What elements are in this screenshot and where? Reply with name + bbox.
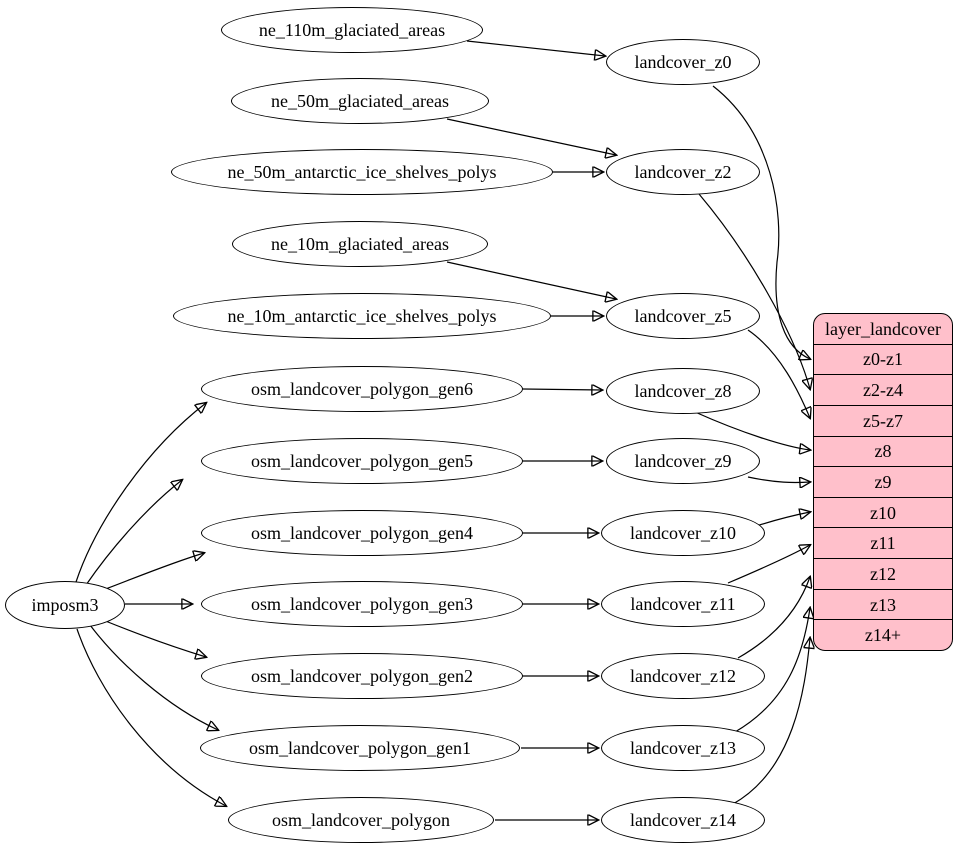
node-landcover_z11: landcover_z11 bbox=[601, 581, 765, 627]
edge-ne_50m_glaciated_areas-to-landcover_z2 bbox=[446, 118, 616, 155]
table-row-z0-z1: z0-z1 bbox=[814, 343, 952, 375]
node-label: imposm3 bbox=[31, 595, 99, 615]
node-label: landcover_z14 bbox=[630, 810, 736, 830]
table-row-z11: z11 bbox=[814, 527, 952, 558]
node-label: ne_10m_glaciated_areas bbox=[271, 234, 449, 254]
node-landcover_z0: landcover_z0 bbox=[606, 39, 760, 85]
node-label: osm_landcover_polygon_gen5 bbox=[251, 451, 473, 471]
edge-imposm3-to-osm_landcover_polygon_gen6 bbox=[75, 403, 206, 583]
table-row-z13: z13 bbox=[814, 588, 952, 620]
edge-imposm3-to-osm_landcover_polygon_gen1 bbox=[89, 624, 218, 730]
node-ne_110m_glaciated_areas: ne_110m_glaciated_areas bbox=[221, 7, 483, 53]
table-row-z10: z10 bbox=[814, 496, 952, 528]
node-label: landcover_z2 bbox=[634, 162, 732, 182]
table-row-z14plus: z14+ bbox=[814, 619, 952, 650]
node-label: landcover_z8 bbox=[634, 381, 732, 401]
node-landcover_z2: landcover_z2 bbox=[606, 149, 760, 195]
edge-landcover_z13-to-row-z13 bbox=[734, 608, 810, 733]
edge-landcover_z8-to-row-z8 bbox=[694, 411, 810, 450]
edge-landcover_z11-to-row-z11 bbox=[727, 545, 810, 584]
node-imposm3: imposm3 bbox=[5, 581, 125, 629]
node-label: landcover_z11 bbox=[630, 594, 736, 614]
node-ne_10m_antarctic_ice_shelves_polys: ne_10m_antarctic_ice_shelves_polys bbox=[173, 293, 551, 339]
edge-ne_110m_glaciated_areas-to-landcover_z0 bbox=[466, 40, 605, 56]
node-osm_landcover_polygon_gen4: osm_landcover_polygon_gen4 bbox=[201, 510, 523, 556]
node-osm_landcover_polygon_gen6: osm_landcover_polygon_gen6 bbox=[201, 366, 523, 412]
edge-imposm3-to-osm_landcover_polygon_gen4 bbox=[102, 553, 204, 591]
node-label: osm_landcover_polygon_gen4 bbox=[251, 523, 473, 543]
node-osm_landcover_polygon_gen1: osm_landcover_polygon_gen1 bbox=[200, 725, 520, 771]
node-label: ne_50m_glaciated_areas bbox=[271, 91, 449, 111]
node-landcover_z10: landcover_z10 bbox=[601, 510, 765, 556]
node-landcover_z8: landcover_z8 bbox=[606, 368, 760, 414]
node-label: landcover_z10 bbox=[630, 523, 736, 543]
node-osm_landcover_polygon_gen5: osm_landcover_polygon_gen5 bbox=[201, 438, 523, 484]
node-label: landcover_z12 bbox=[630, 666, 736, 686]
edge-landcover_z0-to-row-z0-z1 bbox=[712, 85, 810, 359]
node-label: landcover_z9 bbox=[634, 451, 732, 471]
table-row-z9: z9 bbox=[814, 466, 952, 497]
edge-landcover_z9-to-row-z9 bbox=[747, 477, 810, 482]
table-title: layer_landcover bbox=[825, 318, 941, 339]
node-label: landcover_z5 bbox=[634, 306, 732, 326]
node-landcover_z5: landcover_z5 bbox=[606, 293, 760, 339]
table-row-z2-z4: z2-z4 bbox=[814, 374, 952, 405]
node-landcover_z13: landcover_z13 bbox=[601, 725, 765, 771]
edge-imposm3-to-osm_landcover_polygon_gen5 bbox=[85, 480, 182, 586]
edge-imposm3-to-osm_landcover_polygon bbox=[76, 628, 226, 806]
edge-landcover_z14-to-row-z14plus bbox=[732, 638, 810, 805]
node-label: osm_landcover_polygon_gen6 bbox=[251, 379, 473, 399]
node-label: osm_landcover_polygon_gen3 bbox=[251, 594, 473, 614]
edge-ne_10m_glaciated_areas-to-landcover_z5 bbox=[446, 261, 616, 299]
node-osm_landcover_polygon_gen2: osm_landcover_polygon_gen2 bbox=[201, 653, 523, 699]
node-label: ne_110m_glaciated_areas bbox=[258, 20, 446, 40]
node-label: osm_landcover_polygon_gen2 bbox=[251, 666, 473, 686]
node-ne_10m_glaciated_areas: ne_10m_glaciated_areas bbox=[232, 221, 488, 267]
node-osm_landcover_polygon: osm_landcover_polygon bbox=[228, 797, 494, 843]
edge-landcover_z10-to-row-z10 bbox=[752, 512, 810, 528]
node-landcover_z9: landcover_z9 bbox=[606, 438, 760, 484]
node-label: ne_50m_antarctic_ice_shelves_polys bbox=[227, 162, 497, 182]
table-row-z12: z12 bbox=[814, 558, 952, 589]
edge-osm_landcover_polygon_gen6-to-landcover_z8 bbox=[522, 389, 602, 390]
table-layer_landcover: layer_landcover z0-z1 z2-z4 z5-z7 z8 z9 … bbox=[813, 313, 953, 651]
node-landcover_z12: landcover_z12 bbox=[601, 653, 765, 699]
node-ne_50m_antarctic_ice_shelves_polys: ne_50m_antarctic_ice_shelves_polys bbox=[171, 149, 553, 195]
node-label: landcover_z13 bbox=[630, 738, 736, 758]
node-landcover_z14: landcover_z14 bbox=[601, 797, 765, 843]
table-row-z5-z7: z5-z7 bbox=[814, 404, 952, 436]
table-row-z8: z8 bbox=[814, 435, 952, 467]
edge-landcover_z5-to-row-z5-z7 bbox=[747, 329, 810, 418]
edge-landcover_z12-to-row-z12 bbox=[737, 577, 810, 659]
node-ne_50m_glaciated_areas: ne_50m_glaciated_areas bbox=[231, 78, 489, 124]
edge-imposm3-to-osm_landcover_polygon_gen2 bbox=[102, 619, 206, 657]
node-osm_landcover_polygon_gen3: osm_landcover_polygon_gen3 bbox=[201, 581, 523, 627]
node-label: ne_10m_antarctic_ice_shelves_polys bbox=[227, 306, 497, 326]
node-label: osm_landcover_polygon bbox=[272, 810, 450, 830]
node-label: landcover_z0 bbox=[634, 52, 732, 72]
edge-landcover_z2-to-row-z2-z4 bbox=[698, 193, 810, 389]
node-label: osm_landcover_polygon_gen1 bbox=[249, 738, 471, 758]
